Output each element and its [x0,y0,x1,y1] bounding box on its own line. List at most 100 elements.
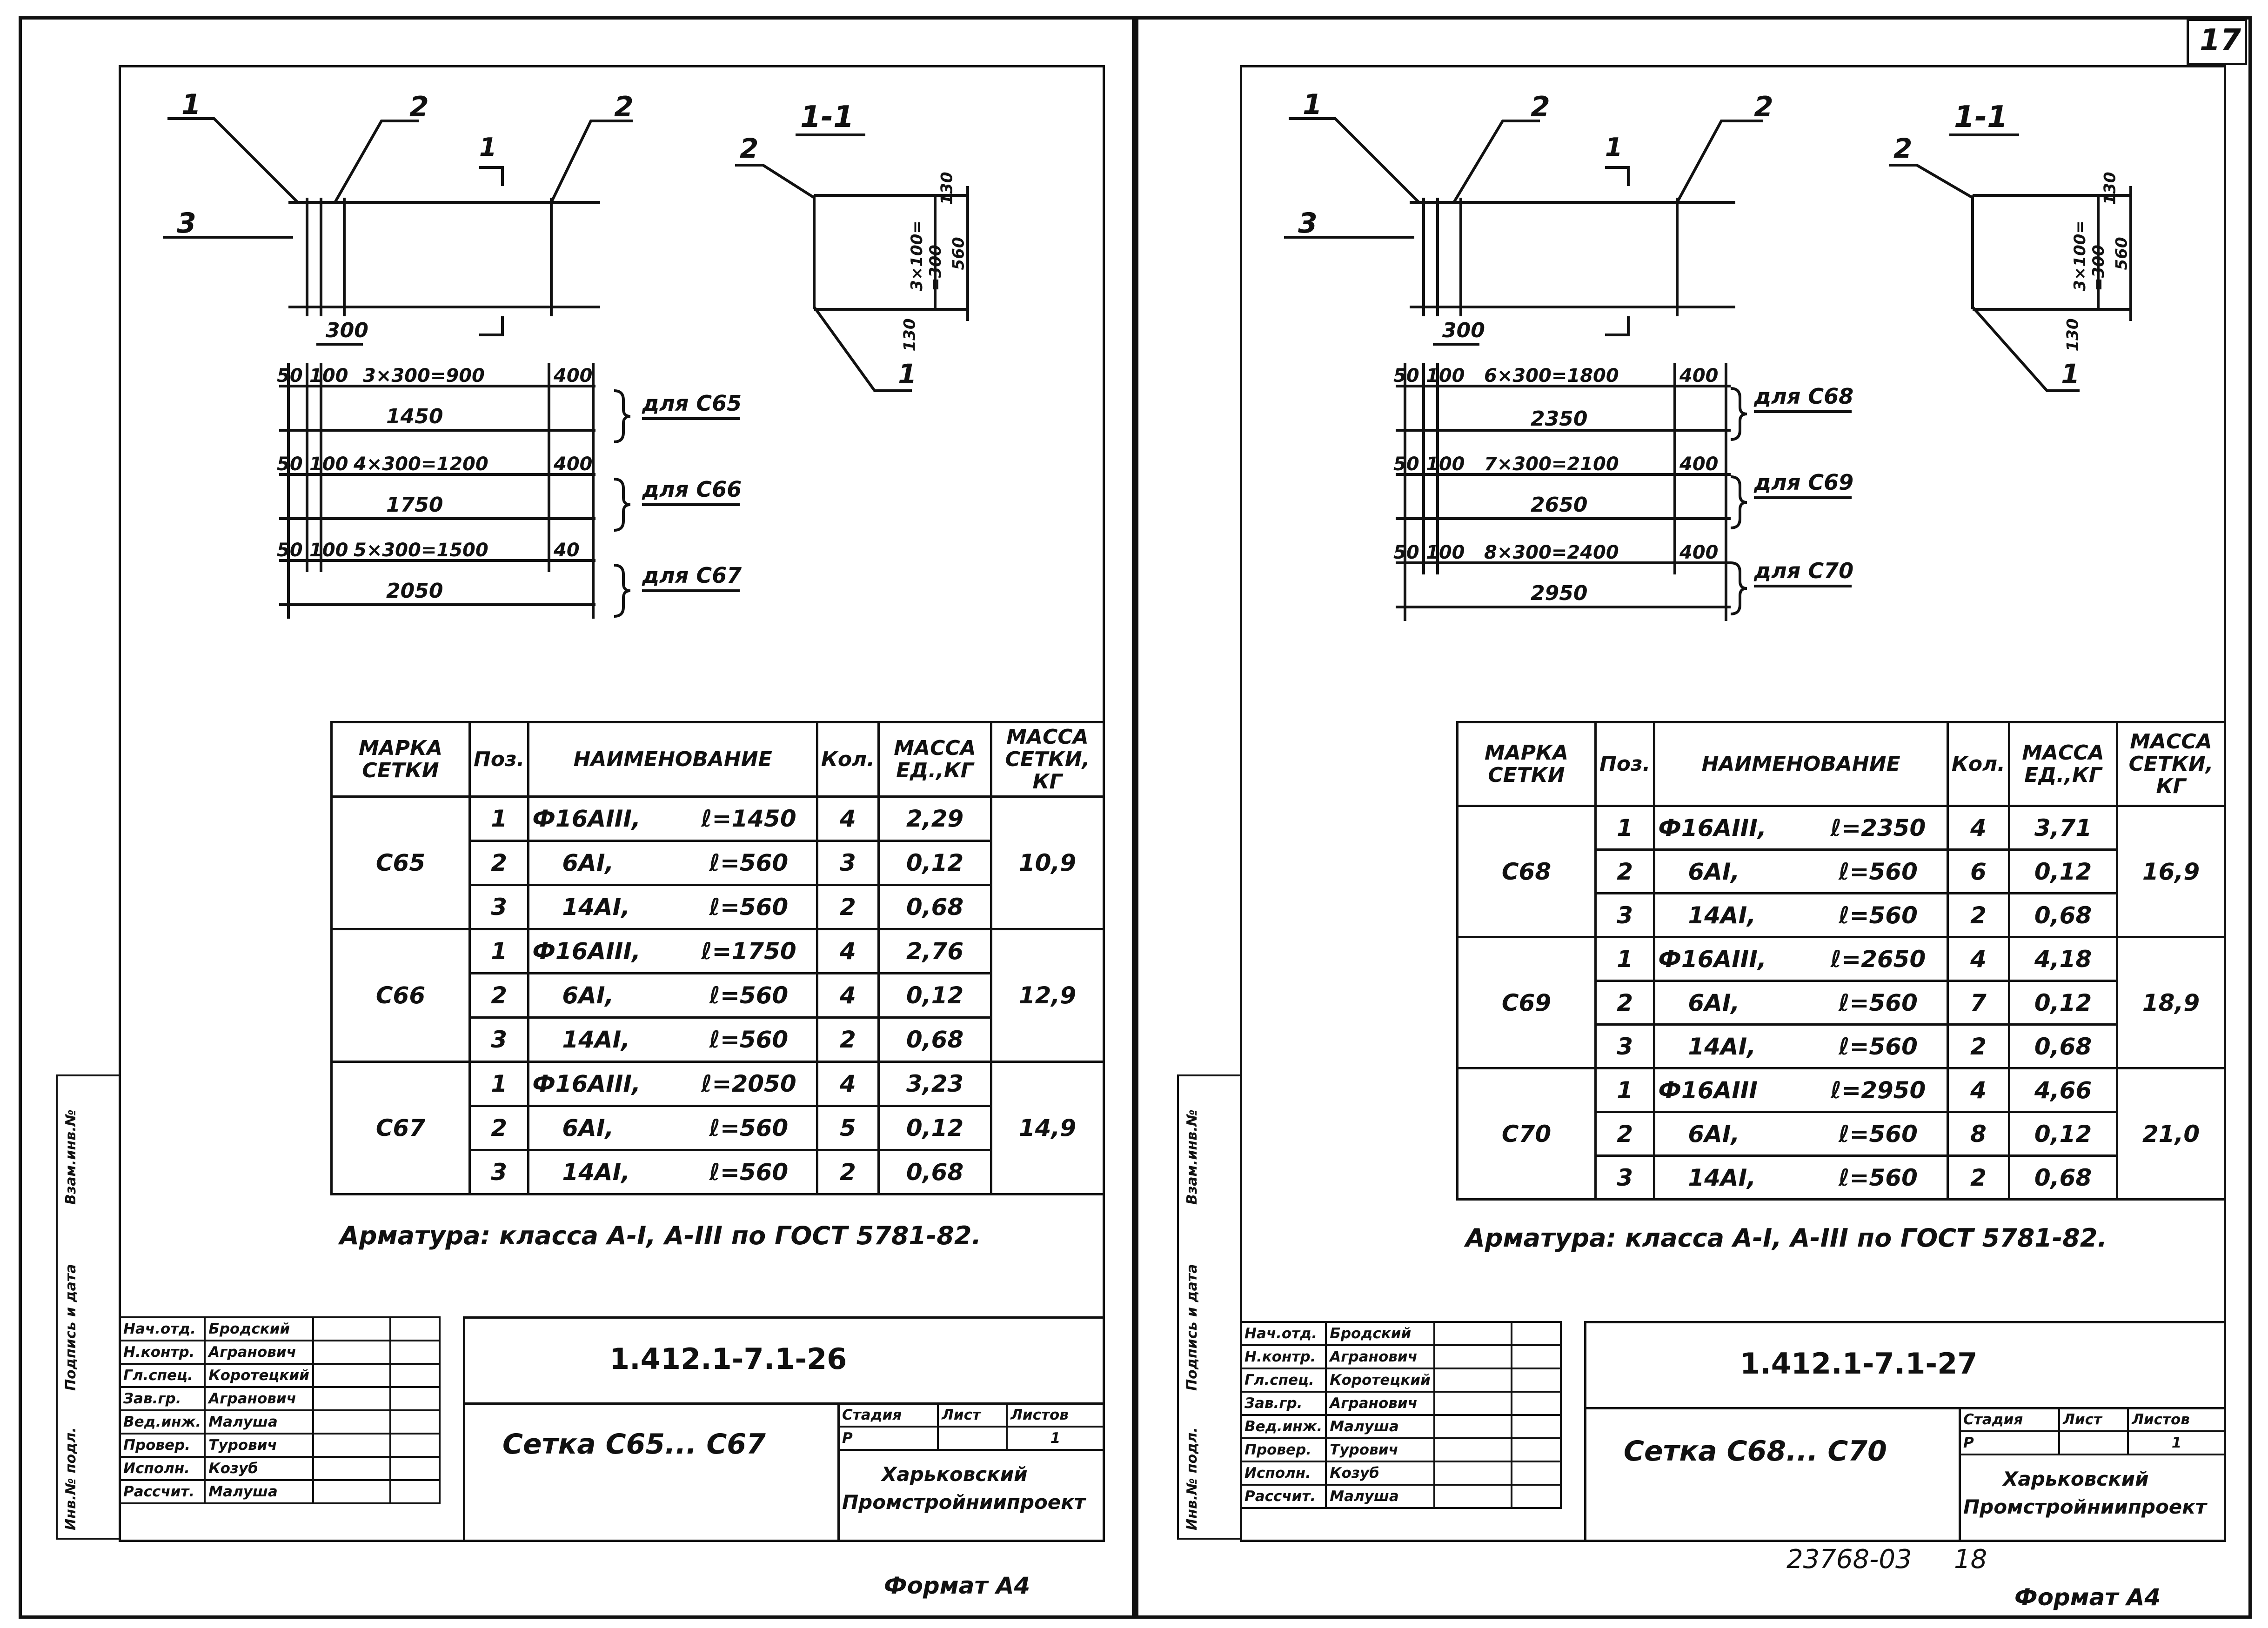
mass-cell: 0,12 [2008,980,2118,1026]
col-header-unit-mass: МАССА ЕД.,КГ [877,721,992,798]
section-mark: 1 [1605,133,1623,162]
mass-cell: 2,76 [877,928,992,974]
mass-cell: 0,68 [877,1149,992,1195]
dim-row-2-b: 100 [1426,454,1465,475]
dim-row-2-a: 50 [1393,454,1419,475]
qty-cell: 2 [1946,1023,2011,1069]
dim-row-3-b: 100 [309,540,348,561]
callout-2b: 2 [1754,91,1773,123]
for-label-3: для С67 [642,563,742,588]
mass-cell: 0,12 [877,1105,992,1151]
role: Нач.отд. [1239,1321,1327,1346]
pos-cell: 2 [1594,1111,1656,1157]
qty-cell: 2 [1946,1154,2011,1201]
len-cell: ℓ=2350 [1810,805,1949,851]
person: Малуша [204,1479,314,1504]
role: Н.контр. [118,1340,206,1365]
section-mark: 1 [479,133,497,162]
pos-cell: 1 [468,1061,530,1107]
pos-cell: 2 [1594,848,1656,894]
name-cell: Ф16АIII, [527,795,682,842]
pos-cell: 3 [468,884,530,930]
for-label-2: для С66 [642,477,742,502]
mark-cell: С65 [330,795,471,930]
page-code: 23768-03 [1786,1544,1912,1575]
qty-cell: 2 [816,1016,880,1063]
section-dim-top: 130 [2101,172,2120,205]
role: Н.контр. [1239,1344,1327,1369]
mark-cell: С70 [1456,1067,1597,1201]
left-title-name-box [463,1402,840,1542]
name-cell: 14АI, [1653,1154,1810,1201]
name-cell: Ф16АIII, [1653,936,1810,982]
len-cell: ℓ=1450 [681,795,818,842]
section-callout-2: 2 [740,133,759,164]
name-cell: 6АI, [527,972,682,1019]
dim-row-3-b: 100 [1426,542,1465,563]
mass-cell: 3,23 [877,1061,992,1107]
callout-3: 3 [1298,207,1318,240]
pos-cell: 2 [468,972,530,1019]
len-cell: ℓ=560 [681,884,818,930]
section-dim-bottom: 130 [2063,318,2082,352]
qty-cell: 4 [816,972,880,1019]
name-cell: 14АI, [527,884,682,930]
pos-cell: 3 [1594,1023,1656,1069]
section-dim-total: 560 [2112,237,2131,270]
name-cell: 14АI, [1653,892,1810,938]
dim-row-2-total: 2650 [1531,493,1588,517]
total-mass-cell: 12,9 [990,928,1105,1063]
sheet-title: Сетка С65... С67 [502,1428,766,1461]
for-label-2: для С69 [1754,470,1854,495]
stage-label: Стадия [837,1402,939,1428]
mass-cell: 0,12 [877,840,992,886]
section-dim-total: 560 [949,237,968,270]
mass-cell: 4,66 [2008,1067,2118,1113]
dim-row-1-total: 1450 [386,405,443,428]
person: Турович [1325,1437,1435,1462]
person: Малуша [1325,1484,1435,1509]
col-header-total-mass: МАССА СЕТКИ, КГ [990,721,1105,798]
name-cell: Ф16АIII [1653,1067,1810,1113]
mass-cell: 2,29 [877,795,992,842]
callout-2b: 2 [614,91,634,123]
col-header-mark: МАРКА СЕТКИ [330,721,471,798]
dim-row-2-c: 4×300=1200 [354,454,488,475]
role: Зав.гр. [1239,1391,1327,1416]
role: Рассчит. [1239,1484,1327,1509]
sheet-title: Сетка С68... С70 [1624,1435,1887,1468]
mass-cell: 4,18 [2008,936,2118,982]
side-label-inv: Инв.№ подл. [63,1427,79,1530]
len-cell: ℓ=560 [1810,1111,1949,1157]
callout-1: 1 [181,88,201,121]
right-spec-table: МАРКА СЕТКИ Поз. НАИМЕНОВАНИЕ Кол. МАССА… [1456,721,2226,1201]
section-dim-top: 130 [937,172,957,205]
dim-row-3-c: 5×300=1500 [354,540,488,561]
total-mass-cell: 10,9 [990,795,1105,930]
dim-row-1-a: 50 [277,365,303,387]
for-label-1: для С65 [642,391,742,416]
dim-row-1-d: 400 [1679,365,1719,387]
role: Гл.спец. [118,1363,206,1388]
qty-cell: 3 [816,840,880,886]
len-cell: ℓ=560 [1810,848,1949,894]
col-header-name: НАИМЕНОВАНИЕ [1653,721,1949,807]
section-dim-middle: 3×100= =300 [2070,220,2108,291]
dim-row-2-total: 1750 [386,493,443,517]
pos-cell: 3 [468,1016,530,1063]
col-header-pos: Поз. [1594,721,1656,807]
person: Агранович [1325,1391,1435,1416]
pos-cell: 3 [1594,1154,1656,1201]
qty-cell: 4 [816,1061,880,1107]
person: Малуша [1325,1414,1435,1439]
for-label-1: для С68 [1754,384,1854,409]
dim-row-2-d: 400 [554,454,593,475]
dim-row-2-b: 100 [309,454,348,475]
mass-cell: 3,71 [2008,805,2118,851]
left-side-strip [56,1074,121,1540]
name-cell: Ф16АIII, [527,1061,682,1107]
total-mass-cell: 18,9 [2116,936,2226,1069]
name-cell: Ф16АIII, [527,928,682,974]
